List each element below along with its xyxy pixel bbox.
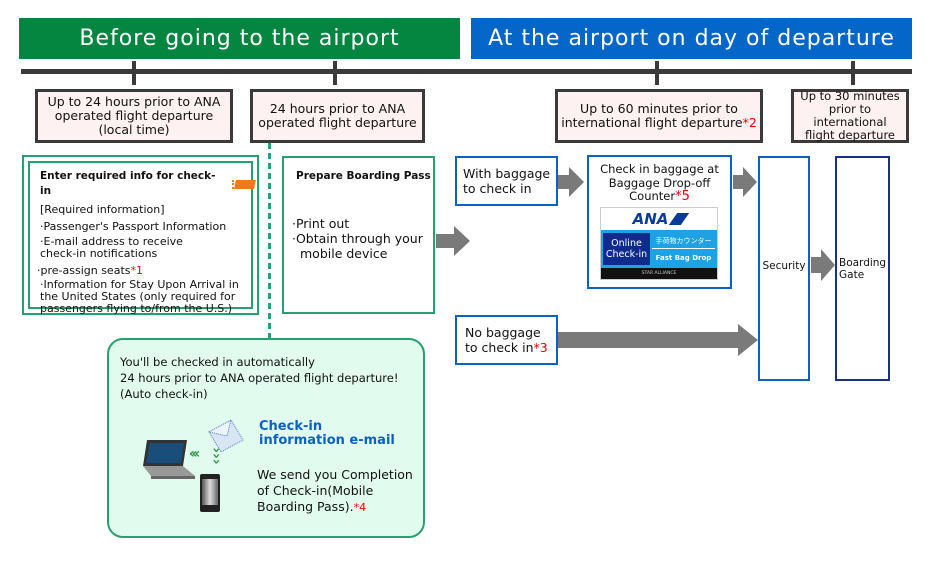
security-box: Security xyxy=(758,156,810,381)
boarding-gate-box: Boarding Gate xyxy=(835,156,890,381)
auto-checkin-box: You'll be checked in automatically 24 ho… xyxy=(107,338,425,538)
required-info-heading: [Required information] xyxy=(40,203,165,216)
smartphone-icon xyxy=(200,474,220,512)
arrow-right-icon xyxy=(436,226,470,256)
laptop-icon xyxy=(143,440,195,479)
completion-message: We send you Completion of Check-in(Mobil… xyxy=(257,467,422,516)
baggage-drop-box: Check in baggage at Baggage Drop-off Cou… xyxy=(587,155,732,289)
time-label-line: (local time) xyxy=(98,122,170,137)
time-label-24h-local: Up to 24 hours prior to ANA operated fli… xyxy=(35,89,233,143)
time-label-line: international flight departure*2 xyxy=(558,116,760,130)
auto-checkin-connector xyxy=(268,143,271,339)
arrow-right-long-icon xyxy=(558,324,758,356)
auto-checkin-line: You'll be checked in automatically xyxy=(120,355,315,369)
time-label-line: flight departure xyxy=(805,128,895,142)
online-text: Online xyxy=(611,238,642,249)
auto-checkin-line: 24 hours prior to ANA operated flight de… xyxy=(120,371,399,385)
footnote-3: *3 xyxy=(533,340,548,355)
auto-checkin-message: You'll be checked in automatically 24 ho… xyxy=(120,354,398,402)
with-baggage-box: With baggage to check in xyxy=(455,156,558,206)
required-item-us-stay: ·Information for Stay Upon Arrival in th… xyxy=(40,278,239,315)
gate-text: Gate xyxy=(839,269,865,281)
fast-bag-drop-text: Fast Bag Drop xyxy=(655,254,712,263)
boarding-text: Boarding xyxy=(839,257,887,269)
enter-info-box: Enter required info for check-in [Requir… xyxy=(22,155,259,315)
time-label-60min: Up to 60 minutes prior to international … xyxy=(555,89,763,143)
time-label-30min: Up to 30 minutes prior to international … xyxy=(791,89,909,143)
at-airport-title: At the airport on day of departure xyxy=(488,26,895,51)
ana-logo: ANA xyxy=(632,210,669,228)
time-label-line: prior to international xyxy=(813,102,887,129)
boarding-pass-title: Prepare Boarding Pass xyxy=(296,170,431,182)
email-title-line: information e-mail xyxy=(259,433,395,448)
required-item-email: ·E-mail address to receive check-in noti… xyxy=(40,235,183,260)
timeline-bar xyxy=(21,69,912,74)
email-title: Check-in information e-mail xyxy=(259,420,395,448)
checkin-text: Check-in xyxy=(605,249,648,260)
required-item-seats: ·pre-assign seats*1 xyxy=(37,263,255,278)
boarding-pass-box: Prepare Boarding Pass ·Print out ·Obtain… xyxy=(282,156,435,314)
enter-info-title: Enter required info for check-in xyxy=(40,170,216,197)
time-label-24h: 24 hours prior to ANA operated flight de… xyxy=(250,89,425,143)
baggage-drop-text: Check in baggage at Baggage Drop-off Cou… xyxy=(600,162,719,203)
timeline-tick xyxy=(132,61,136,85)
arrow-right-icon xyxy=(811,249,835,281)
auto-checkin-line: (Auto check-in) xyxy=(120,387,208,401)
timeline-tick xyxy=(655,61,659,85)
star-alliance-bar: STAR ALLIANCE xyxy=(601,268,717,279)
time-label-line: Up to 24 hours prior to ANA xyxy=(47,94,221,109)
before-airport-title: Before going to the airport xyxy=(79,26,400,51)
arrow-right-icon xyxy=(558,167,584,197)
completion-text: We send you Completion of Check-in(Mobil… xyxy=(257,467,413,514)
time-label-line: Up to 60 minutes prior to xyxy=(580,101,738,116)
transfer-arrows-left-icon: ‹‹‹ xyxy=(189,446,200,462)
time-label-line: Up to 30 minutes xyxy=(800,89,900,103)
star-alliance-text: STAR ALLIANCE xyxy=(641,271,677,276)
time-label-line: operated flight departure xyxy=(54,108,214,123)
boarding-pass-mobile: ·Obtain through your mobile device xyxy=(292,231,423,261)
before-airport-banner: Before going to the airport xyxy=(19,18,460,59)
online-checkin-icon xyxy=(229,179,256,189)
footnote-5: *5 xyxy=(675,189,690,204)
at-airport-banner: At the airport on day of departure xyxy=(471,18,912,59)
no-baggage-label: No baggage to check in*3 xyxy=(465,325,557,355)
time-label-text: international flight departure xyxy=(561,115,743,130)
email-title-line: Check-in xyxy=(259,419,323,434)
time-label-line: operated flight departure xyxy=(258,115,417,130)
boarding-pass-print: ·Print out xyxy=(292,216,350,231)
footnote-4: *4 xyxy=(353,501,367,514)
baggage-drop-title: Check in baggage at Baggage Drop-off Cou… xyxy=(589,162,730,204)
arrow-right-icon xyxy=(733,167,757,197)
ana-logo-slash-icon xyxy=(669,213,690,225)
seats-text: ·pre-assign seats xyxy=(37,264,131,277)
online-checkin-panel: Online Check-in xyxy=(603,233,650,265)
time-label-line: 24 hours prior to ANA xyxy=(269,101,406,116)
with-baggage-label: With baggage to check in xyxy=(463,166,551,196)
no-baggage-box: No baggage to check in*3 xyxy=(455,315,558,365)
envelope-icon xyxy=(207,419,244,453)
boarding-gate-label: Boarding Gate xyxy=(839,257,886,281)
transfer-arrows-down-icon: ‹‹‹ xyxy=(208,447,225,465)
no-baggage-text: No baggage to check in xyxy=(465,325,541,355)
footnote-2: *2 xyxy=(742,115,757,130)
timeline-tick xyxy=(333,61,337,85)
security-label: Security xyxy=(762,260,806,272)
required-item-passport: ·Passenger's Passport Information xyxy=(40,220,227,233)
footnote-1: *1 xyxy=(130,264,144,277)
timeline-tick xyxy=(851,61,855,85)
jp-counter-text: 手荷物カウンター xyxy=(652,236,715,249)
fast-bag-drop-sign: ANA Online Check-in 手荷物カウンター Fast Bag Dr… xyxy=(600,207,718,280)
